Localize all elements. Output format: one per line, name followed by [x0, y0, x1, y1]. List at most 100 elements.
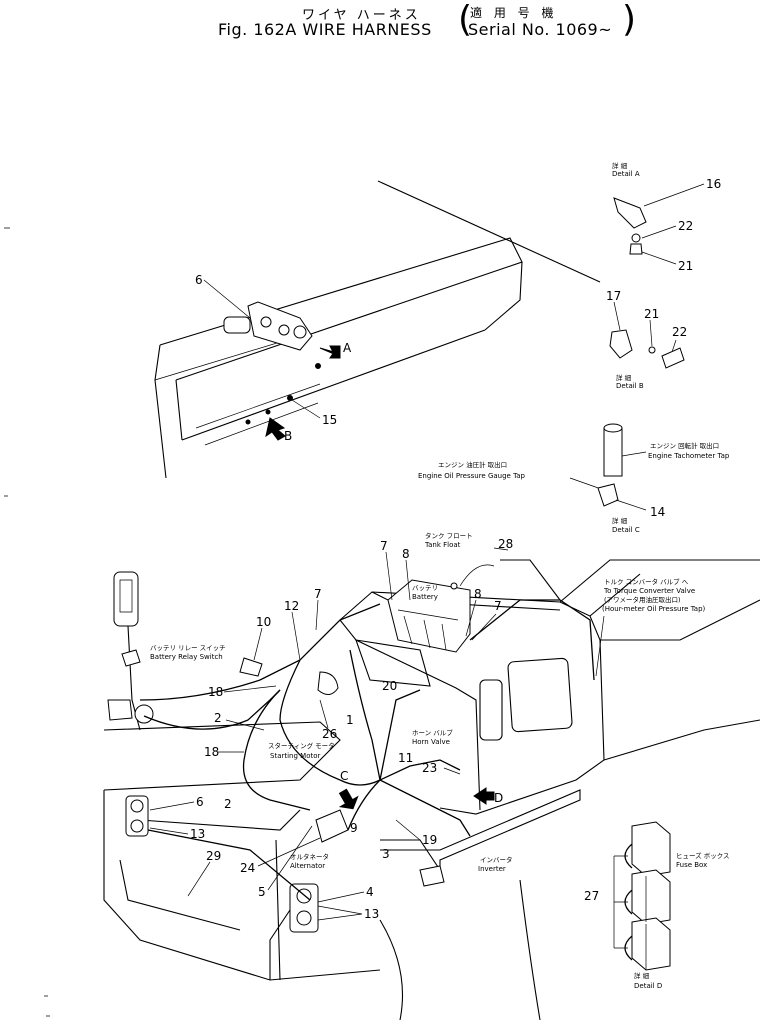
hood-front-edge [154, 344, 167, 479]
starting-motor [317, 671, 339, 695]
harness-fuse [379, 689, 421, 781]
torque-valve-label: To Torque Converter Valve [603, 587, 695, 595]
hood-lower-edge [181, 329, 486, 441]
side-light [107, 699, 133, 721]
detail-b-label: Detail B [616, 382, 644, 390]
leader-13 [149, 827, 189, 835]
part-number-7: 7 [380, 539, 388, 553]
leader-24 [257, 837, 321, 867]
tach-tap-top [603, 423, 623, 433]
fuse-box-label-jp: ヒューズ ボックス [676, 851, 730, 860]
leader-27 [613, 855, 628, 949]
leader-6 [203, 279, 251, 319]
detail-d: 27 ヒューズ ボックス Fuse Box 詳 細 Detail D [584, 821, 730, 990]
oil-gauge-label-jp: エンジン 油圧計 取出口 [438, 460, 507, 469]
relay-label-jp: バッテリ リレー スイッチ [150, 644, 226, 652]
part-number-17: 17 [606, 289, 621, 303]
relay-part-10 [239, 657, 263, 677]
detail-a: 詳 細 Detail A 16 22 21 [612, 161, 721, 273]
part-number-18: 18 [204, 745, 219, 759]
leader-8 [465, 599, 477, 637]
part-number-24: 24 [240, 861, 255, 875]
tank-float-label-jp: タンク フロート [425, 531, 473, 540]
harness-horn [339, 759, 461, 786]
horn-valve-label-jp: ホーン バルブ [412, 728, 453, 737]
part-number-23: 23 [422, 761, 437, 775]
detail-a-bolt [629, 243, 643, 255]
part-number-7: 7 [494, 599, 502, 613]
part-number-2: 2 [224, 797, 232, 811]
cab-side-window [479, 679, 503, 741]
part-number-5: 5 [258, 885, 266, 899]
wire-harness [139, 564, 595, 901]
part-number-13: 13 [364, 907, 379, 921]
leader-14 [615, 499, 647, 511]
headlamp-left-lens [130, 819, 144, 833]
battery-relay-switch [121, 649, 141, 667]
leader-12 [291, 611, 301, 661]
part-number-1: 1 [346, 713, 354, 727]
harness-front [242, 689, 311, 811]
figure-title-jp: ワイヤ ハーネス [302, 8, 421, 23]
headlamp-left-lens [130, 799, 144, 813]
scan-marks [4, 227, 50, 1017]
leader-15 [291, 399, 321, 419]
headlamp-right-lens [296, 910, 312, 926]
detail-c-label: Detail C [612, 526, 640, 534]
connector-dot [287, 395, 293, 401]
fuse-panel [355, 639, 431, 687]
leader-17 [613, 301, 621, 331]
serial-bracket-left: ( [458, 0, 473, 40]
tach-tap-body [603, 427, 623, 477]
frame-rear-lower [603, 719, 760, 761]
arrow-c-icon [338, 788, 359, 810]
leader-22 [641, 225, 677, 239]
leader-2 [225, 719, 265, 731]
connector-dot [265, 409, 271, 415]
main-view-callouts: タンク フロート Tank Float 28 バッテリ Battery トルク … [150, 531, 706, 873]
hour-meter-label: (Hour-meter Oil Pressure Tap) [602, 605, 706, 613]
starting-motor-label: Starting Motor [270, 752, 320, 760]
part-number-8: 8 [402, 547, 410, 561]
front-hood-side [103, 790, 381, 981]
part-number-6: 6 [196, 795, 204, 809]
part-number-19: 19 [422, 833, 437, 847]
part-number-18: 18 [208, 685, 223, 699]
arrow-d-icon [473, 787, 495, 805]
inverter-label-jp: インバータ [480, 855, 513, 864]
frame-rear [559, 559, 760, 641]
cab-front [339, 619, 481, 811]
bumper-line [119, 859, 241, 931]
leader-21 [641, 251, 677, 265]
engine-hood-view: A B 6 15 [154, 180, 601, 479]
detail-d-label-jp: 詳 細 [634, 971, 650, 980]
harness-cab [349, 649, 381, 781]
frame-top [500, 559, 561, 601]
leader-19 [395, 819, 421, 841]
detail-b: 17 21 22 詳 細 Detail B [606, 289, 687, 390]
detail-b-bolt [661, 347, 685, 369]
engine-tach-label-jp: エンジン 回転計 取出口 [650, 441, 719, 450]
leader-engine-tach [621, 451, 647, 457]
fuse-box-lower [631, 917, 671, 971]
detail-b-washer [648, 346, 656, 354]
part-number-10: 10 [256, 615, 271, 629]
battery-cells [397, 609, 459, 651]
serial-label-jp: 適 用 号 機 [470, 6, 558, 20]
part-number-12: 12 [284, 599, 299, 613]
part-number-7: 7 [314, 587, 322, 601]
oil-gauge-label: Engine Oil Pressure Gauge Tap [418, 472, 525, 480]
leader-7 [385, 551, 393, 601]
part-number-27: 27 [584, 889, 599, 903]
gauge-cluster [223, 301, 313, 351]
wheel-arc [519, 879, 541, 1020]
leader-7 [471, 613, 497, 641]
detail-a-label-jp: 詳 細 [612, 161, 628, 170]
hour-meter-label-jp: (アワメータ用油圧取出口) [604, 595, 681, 604]
harness-torque [469, 599, 595, 681]
leader-13 [317, 905, 363, 921]
part-number-21: 21 [644, 307, 659, 321]
alternator-label-jp: オルタネータ [290, 852, 329, 861]
fuse-box-middle [631, 869, 671, 925]
